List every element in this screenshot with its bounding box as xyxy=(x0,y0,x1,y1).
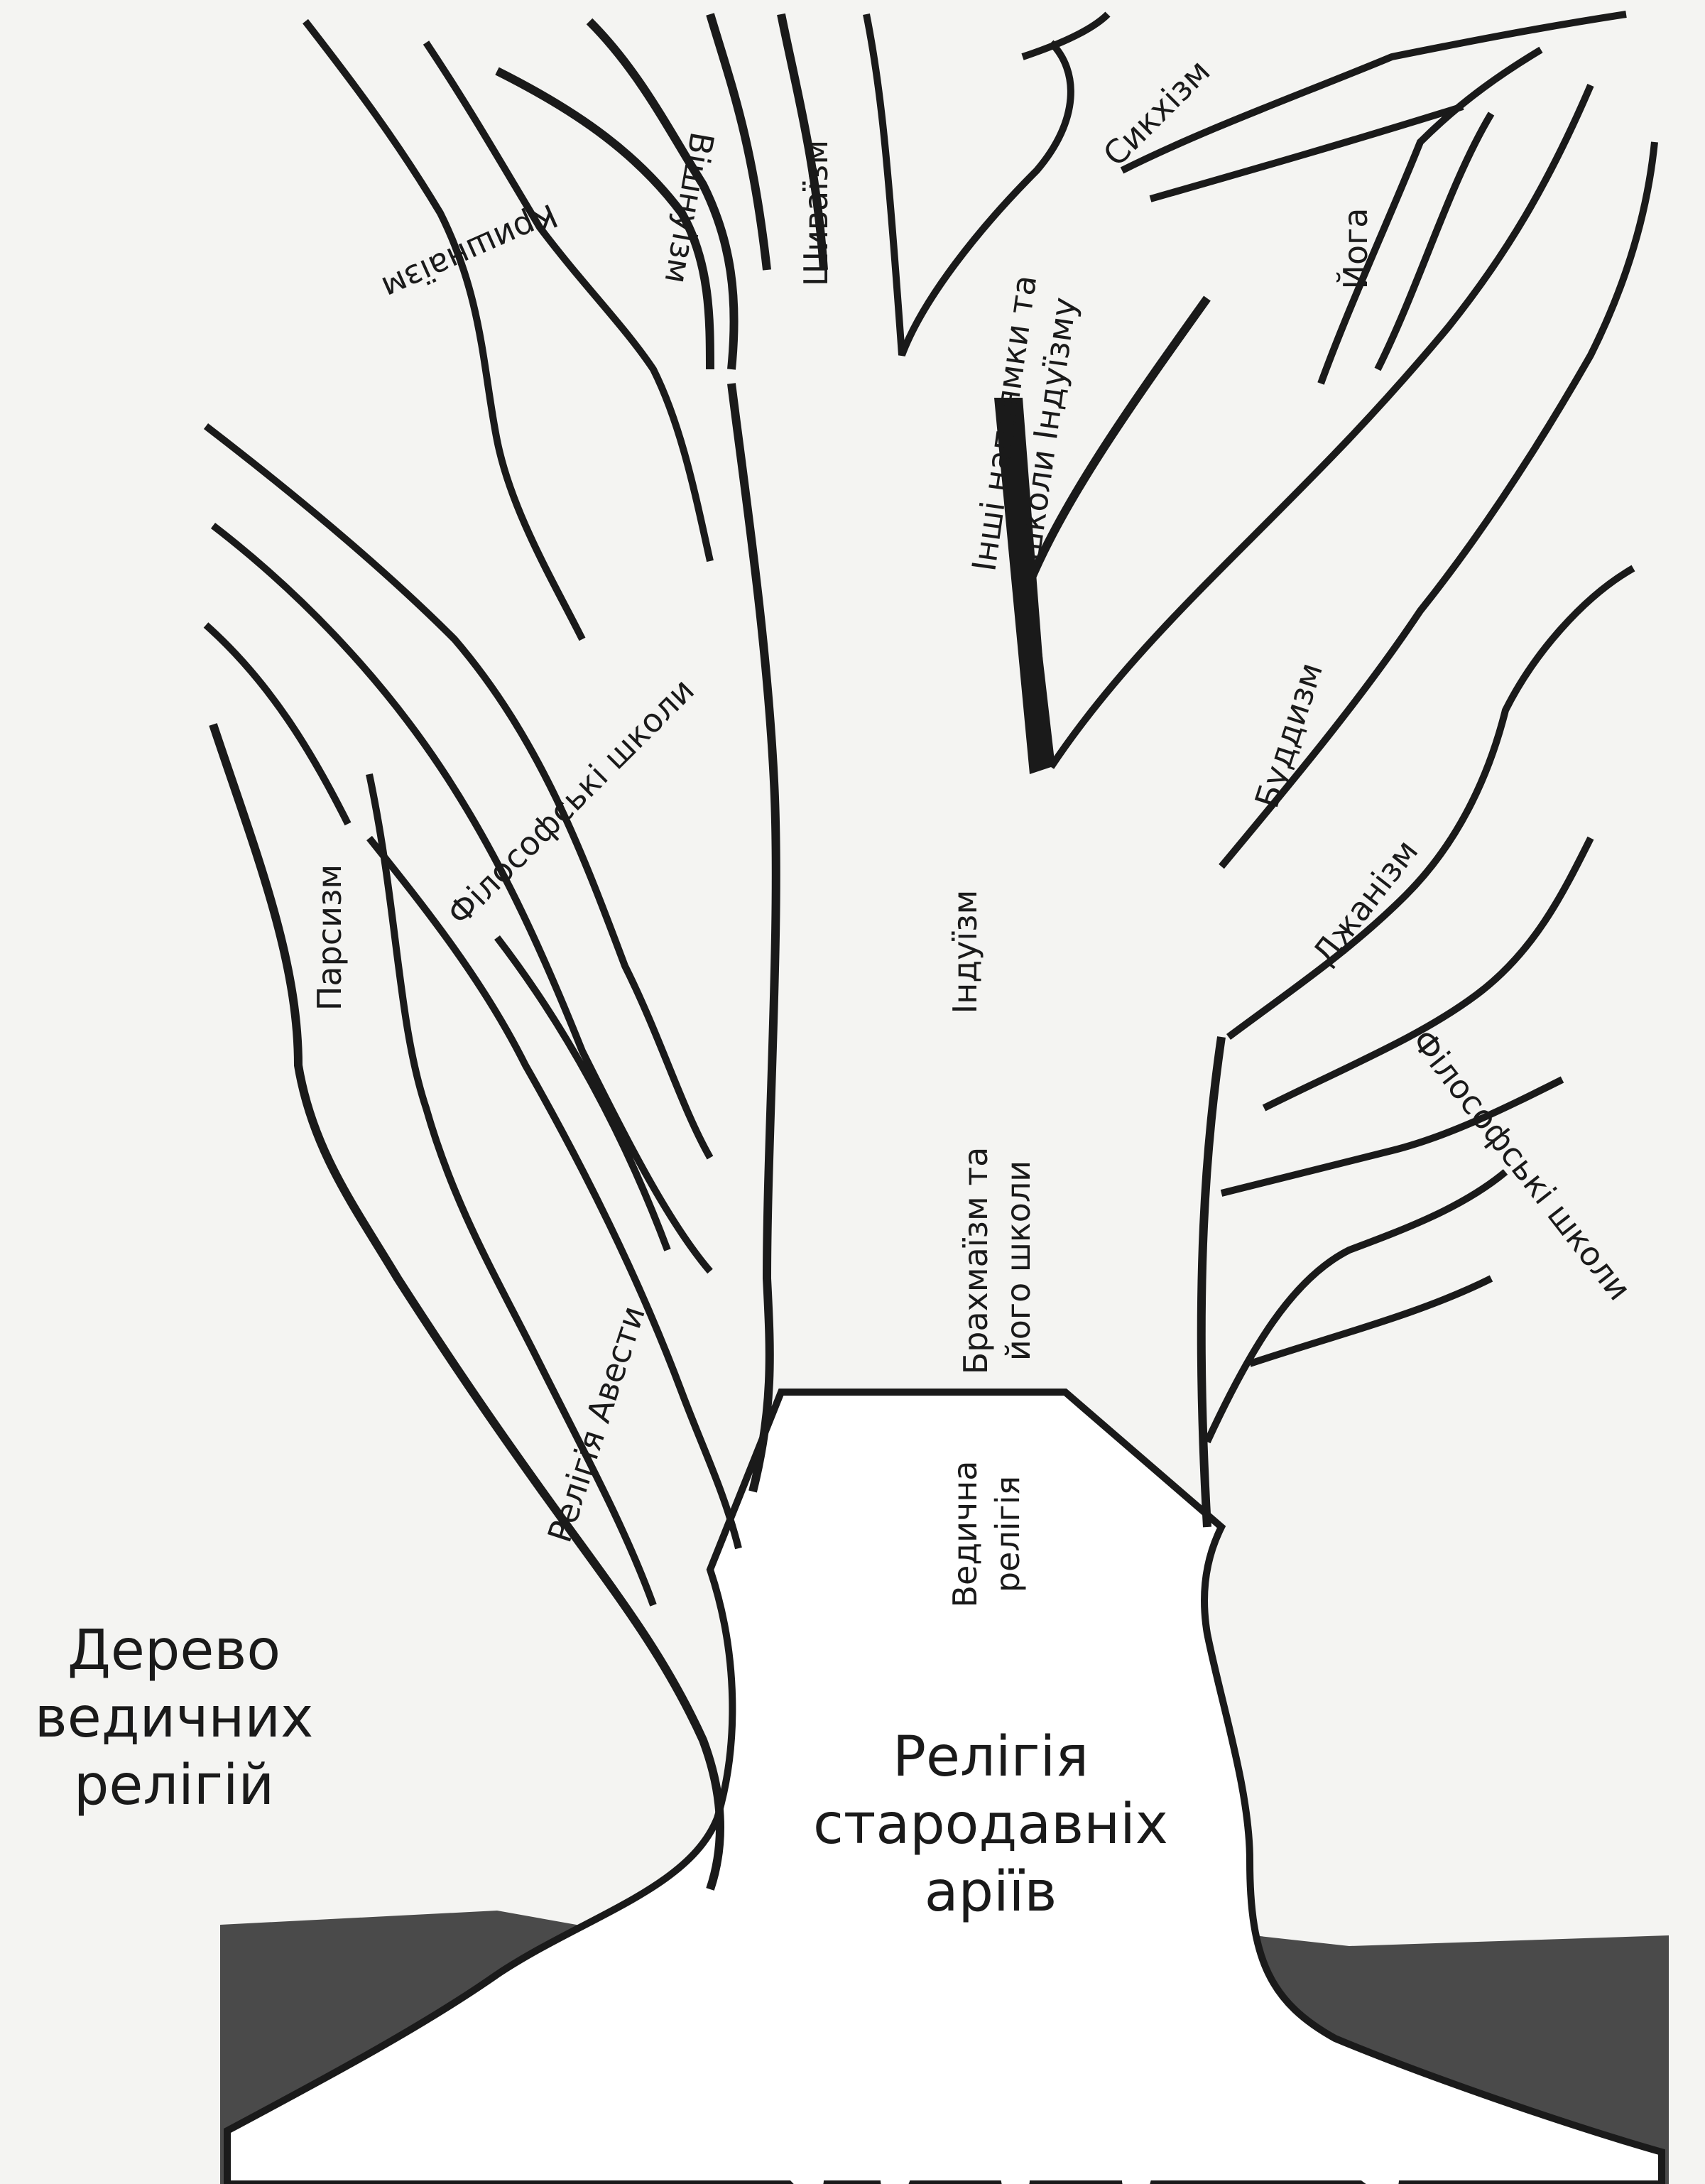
trunk-label-vedic-line-2: релігія xyxy=(988,1476,1027,1592)
trunk-label-brahmanism: Брахмаїзм та його школи xyxy=(957,1147,1037,1375)
trunk-label-vedic-line-1: Ведична xyxy=(946,1461,984,1608)
branch-buddhism-lines xyxy=(1051,85,1655,866)
root-label-line-1: Релігія xyxy=(893,1725,1089,1789)
branch-philosophy-left-lines xyxy=(206,426,739,1548)
branch-krishnaism-lines xyxy=(305,21,710,639)
trunk-left-line xyxy=(731,384,776,1492)
branch-label-jainism: Джанізм xyxy=(1304,832,1425,972)
branch-label-yoga: Йога xyxy=(1336,208,1375,290)
trunk-label-hinduism: Індуїзм xyxy=(946,890,984,1014)
branch-label-philosophy-left: Філософські школи xyxy=(440,670,702,933)
branch-label-other-hinduism: Інші напрямки та школи Індуїзму xyxy=(964,273,1086,580)
root-label-line-2: стародавніх xyxy=(813,1793,1168,1857)
diagram-title-line-2: ведичних xyxy=(35,1686,314,1750)
branch-label-buddhism: Буддизм xyxy=(1247,658,1330,813)
trunk-right-line xyxy=(1030,298,1221,1527)
branch-label-parsism: Парсизм xyxy=(310,864,349,1011)
diagram-title-line-3: релігій xyxy=(74,1754,274,1818)
branch-label-shivaism: Шиваїзм xyxy=(797,140,835,286)
diagram-title-line-1: Дерево xyxy=(67,1619,280,1683)
root-label-line-3: аріїв xyxy=(925,1860,1057,1924)
branch-label-avesta: Релігія Авести xyxy=(540,1301,653,1547)
trunk-label-brahmanism-line-1: Брахмаїзм та xyxy=(957,1147,995,1375)
trunk-label-brahmanism-line-2: його школи xyxy=(999,1161,1037,1361)
branch-label-philosophy-right: Філософські школи xyxy=(1404,1022,1638,1308)
